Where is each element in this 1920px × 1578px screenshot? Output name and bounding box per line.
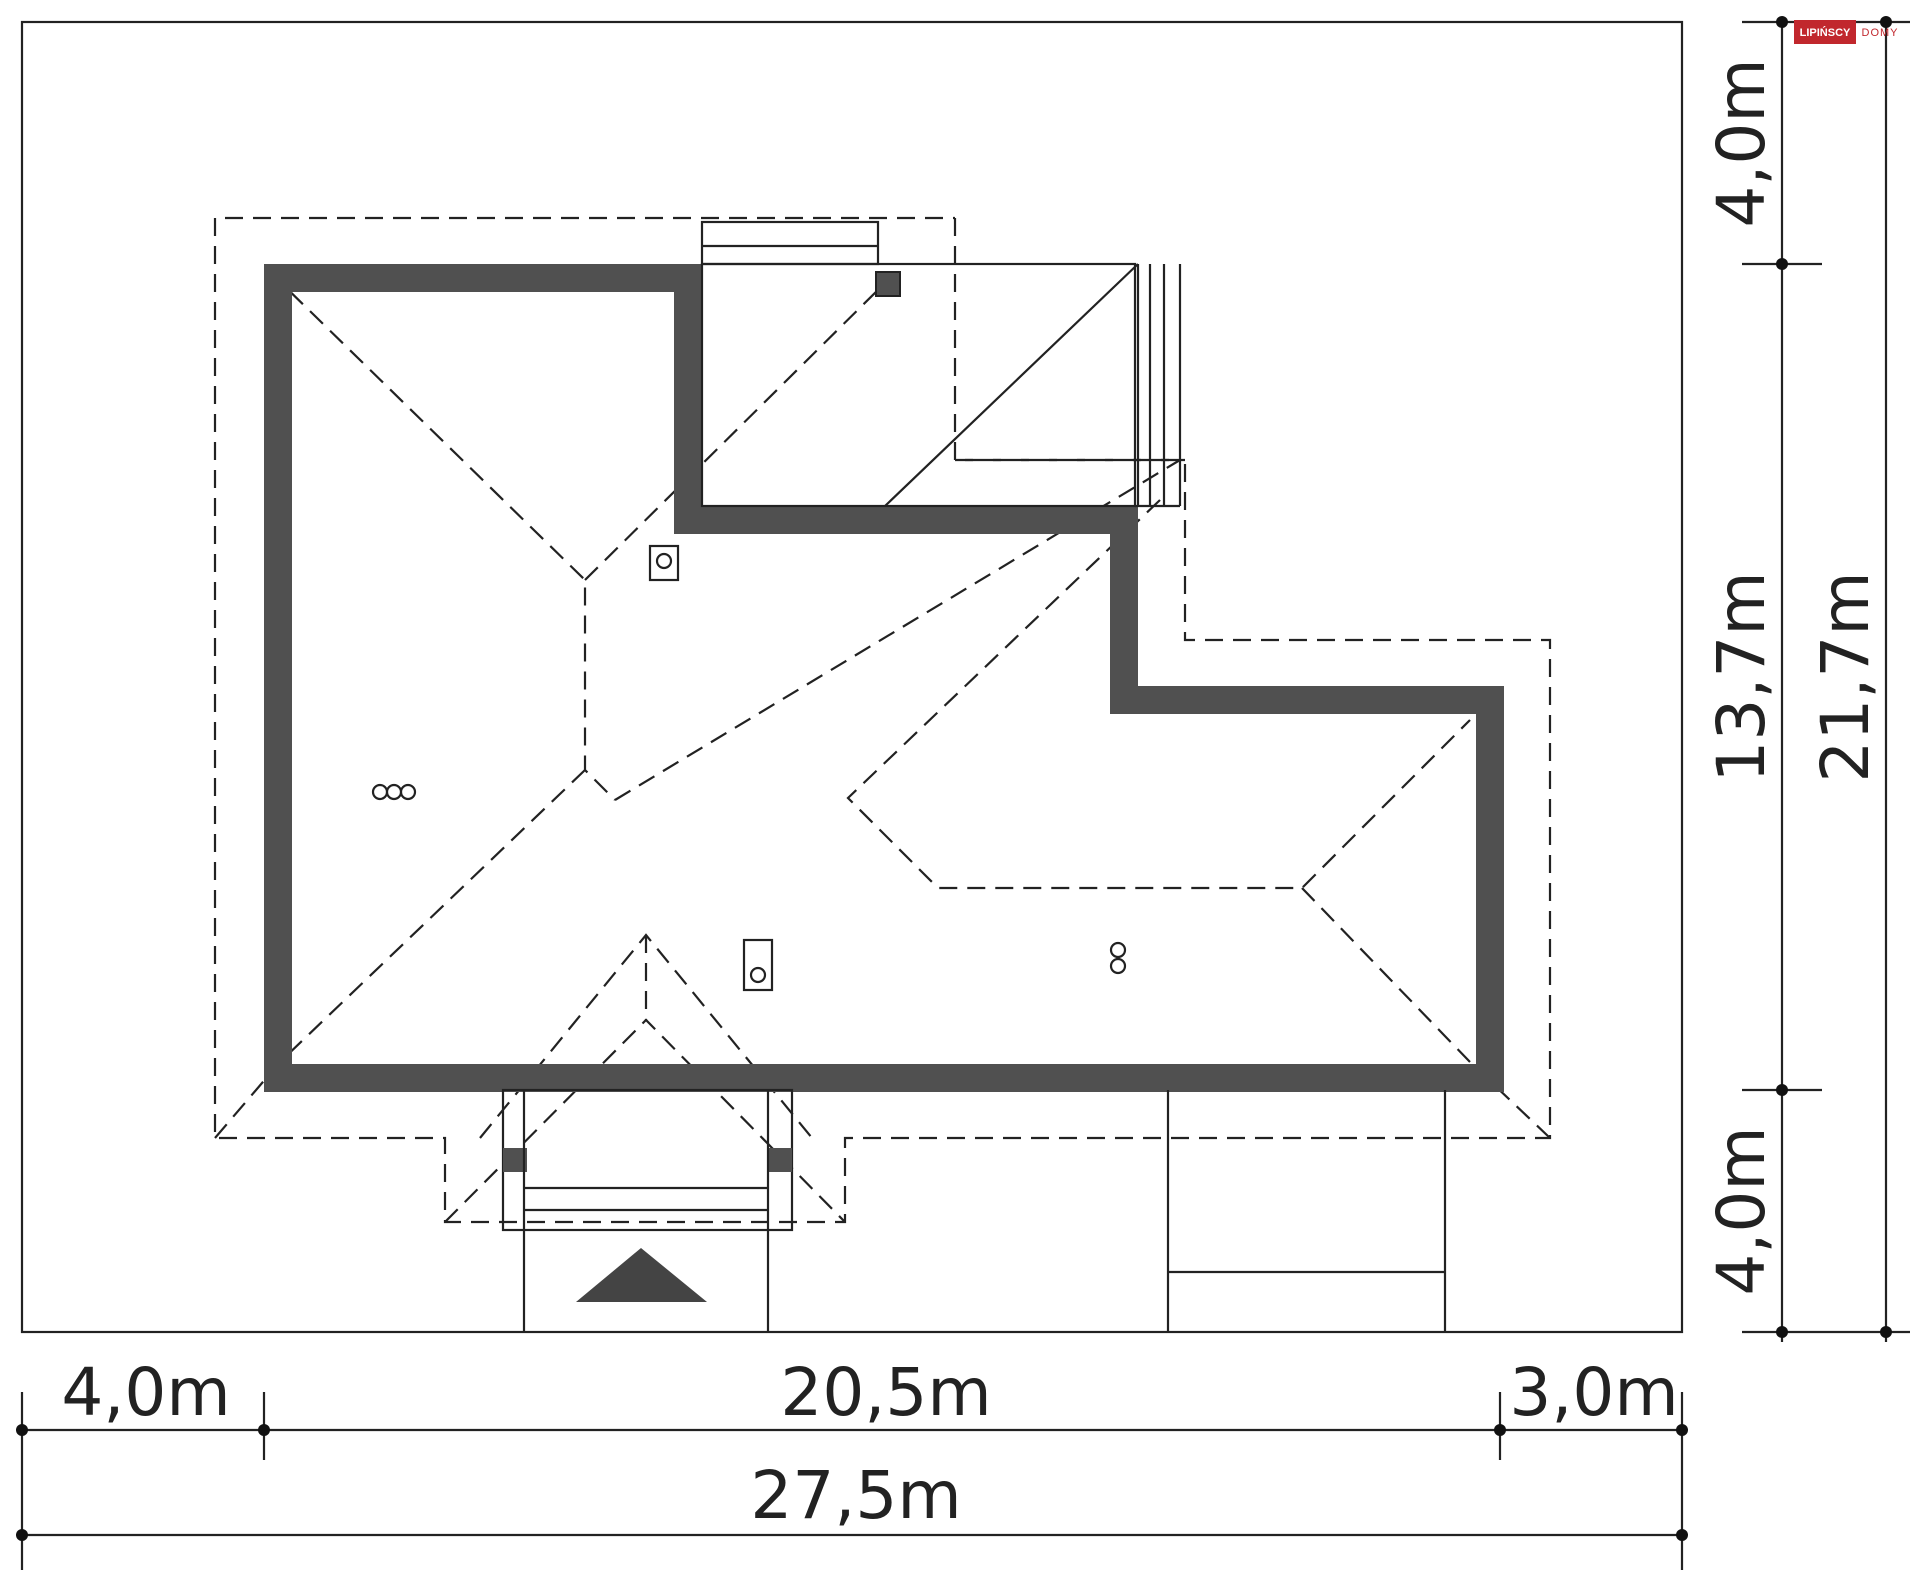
horizontal-dimensions: [16, 1392, 1688, 1570]
plot-boundary: [20, 20, 1684, 1334]
annex-outline: [700, 220, 1182, 508]
entrance-porch: [501, 1088, 794, 1332]
driveway: [1166, 1090, 1447, 1332]
dim-total-depth: 21,7m: [1807, 571, 1884, 782]
dim-bottom-setback: 4,0m: [1703, 1126, 1780, 1295]
dim-total-width: 27,5m: [750, 1457, 961, 1534]
dim-left-setback: 4,0m: [61, 1354, 230, 1431]
entrance-arrow-icon: [576, 1248, 707, 1302]
dim-right-setback: 3,0m: [1509, 1354, 1678, 1431]
vertical-dimensions: [1742, 16, 1910, 1342]
dim-building-depth: 13,7m: [1703, 571, 1780, 782]
building-walls: [264, 264, 1504, 1092]
roof-vent-symbols: [371, 544, 1127, 992]
dim-top-setback: 4,0m: [1703, 58, 1780, 227]
roof-overhang-outline: [213, 216, 1552, 1224]
brand-logo: LIPIŃSCY DOMY: [1794, 20, 1899, 44]
logo-sub-text: DOMY: [1862, 27, 1899, 39]
chimney-marker: [875, 271, 901, 297]
logo-brand-text: LIPIŃSCY: [1800, 26, 1851, 39]
dim-building-width: 20,5m: [780, 1354, 991, 1431]
